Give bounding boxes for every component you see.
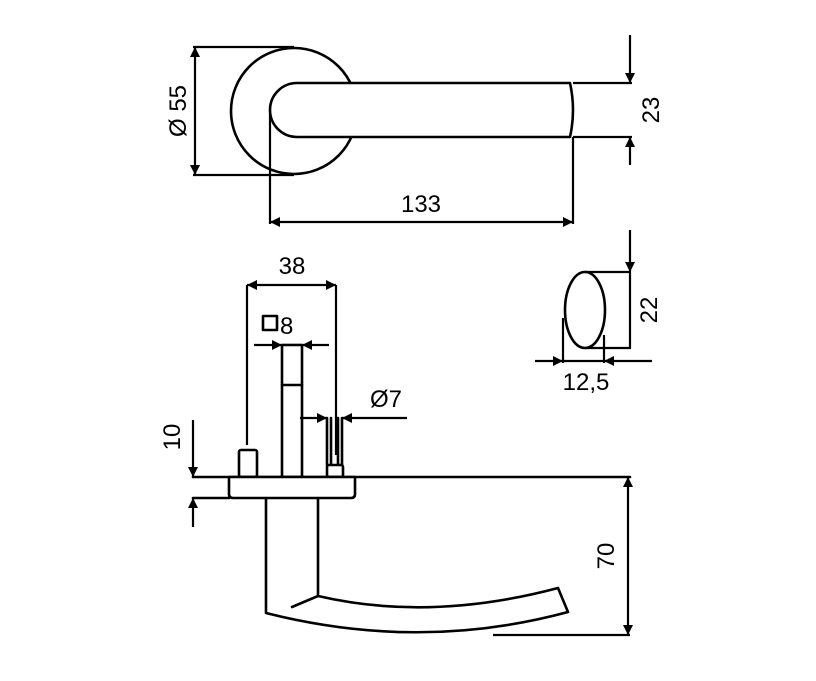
- lever-section-view: 22 12,5: [535, 230, 663, 396]
- dimension-10-label: 10: [159, 424, 186, 451]
- left-fixing-pin: [237, 448, 259, 479]
- dimension-23-label: 23: [638, 97, 665, 124]
- lever-side-outline: [264, 496, 570, 634]
- dimension-133-label: 133: [401, 191, 441, 218]
- lever-cross-section: [563, 270, 607, 350]
- dimension-7-label: Ø7: [370, 386, 402, 413]
- side-view: 38 8 Ø7 10 70: [159, 253, 633, 637]
- dimension-55-label: Ø 55: [165, 85, 192, 137]
- lever-top-outline: [268, 81, 575, 139]
- square-symbol-icon: [261, 314, 279, 332]
- lever-edge-line: [290, 594, 320, 609]
- square-spindle: [280, 343, 304, 479]
- dimension-38-label: 38: [279, 253, 306, 280]
- top-view: 133 Ø 55 23: [165, 35, 665, 227]
- fixing-pin-head: [325, 463, 345, 479]
- dimension-22-label: 22: [636, 297, 663, 324]
- dimension-12-5-label: 12,5: [563, 369, 610, 396]
- dimension-70-label: 70: [593, 543, 620, 570]
- rose-plate: [227, 475, 357, 500]
- dimension-8-label: 8: [280, 313, 293, 340]
